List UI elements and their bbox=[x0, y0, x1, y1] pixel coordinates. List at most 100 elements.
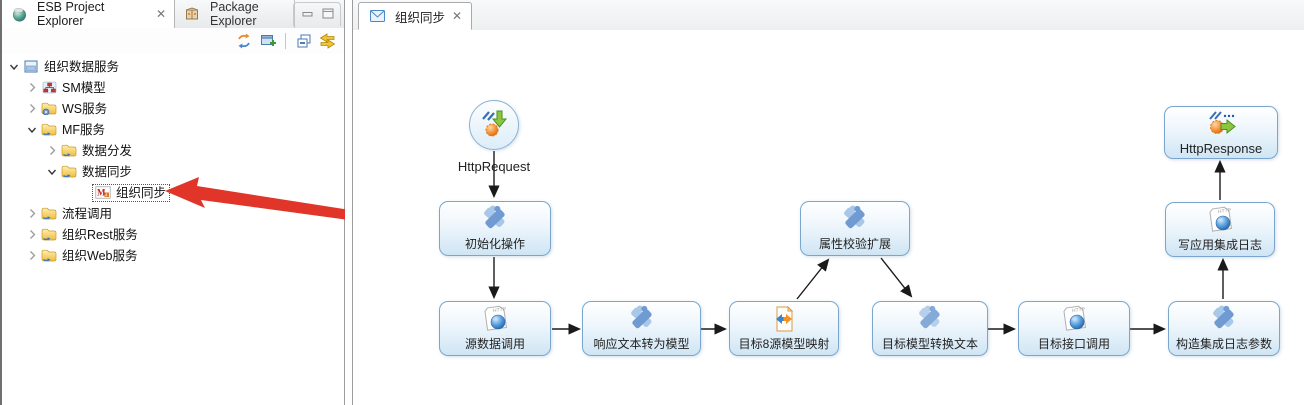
collapse-all-icon[interactable] bbox=[295, 33, 312, 50]
svg-text:HTTP: HTTP bbox=[1071, 306, 1085, 314]
package-icon bbox=[183, 7, 201, 21]
tree-item-sm-model[interactable]: SM模型 bbox=[2, 77, 344, 98]
flow-node-label: 目标模型转换文本 bbox=[881, 337, 978, 351]
sync-icon[interactable] bbox=[235, 33, 252, 50]
folder-sync-icon bbox=[40, 123, 58, 137]
tab-package-explorer[interactable]: Package Explorer bbox=[175, 0, 295, 28]
puzzle-icon bbox=[915, 305, 945, 337]
chevron-collapsed-icon[interactable] bbox=[24, 229, 40, 241]
folder-sync-icon bbox=[60, 144, 78, 158]
toolbar-separator bbox=[285, 33, 286, 49]
editor-tabstrip: 组织同步 ✕ bbox=[353, 0, 1304, 31]
tree-item-label: WS服务 bbox=[62, 101, 108, 116]
close-icon[interactable]: ✕ bbox=[155, 7, 166, 21]
flow-node-response-to-model[interactable]: 响应文本转为模型 bbox=[582, 301, 701, 356]
tree-item-org-web-service[interactable]: 组织Web服务 bbox=[2, 245, 344, 266]
link-with-editor-icon[interactable] bbox=[319, 33, 336, 50]
flow-file-icon bbox=[368, 9, 386, 23]
chevron-collapsed-icon[interactable] bbox=[24, 82, 40, 94]
flow-node-attribute-validation-ext[interactable]: 属性校验扩展 bbox=[800, 201, 910, 256]
tree-item-label: 数据分发 bbox=[82, 143, 133, 158]
tree-item-org-rest-service[interactable]: 组织Rest服务 bbox=[2, 224, 344, 245]
tab-esb-project-explorer[interactable]: ESB Project Explorer ✕ bbox=[2, 0, 175, 29]
http-response-icon bbox=[1205, 110, 1237, 141]
globe-icon bbox=[10, 7, 28, 21]
svg-text:HTTP: HTTP bbox=[492, 306, 506, 314]
chevron-placeholder bbox=[76, 187, 92, 199]
project-icon bbox=[22, 60, 40, 74]
tree-item-label: 组织Web服务 bbox=[62, 248, 138, 263]
tree-item-process-call[interactable]: 流程调用 bbox=[2, 203, 344, 224]
chevron-expanded-icon[interactable] bbox=[6, 61, 22, 73]
flow-node-source-data-call[interactable]: HTTP 源数据调用 bbox=[439, 301, 551, 356]
view-tabstrip: ESB Project Explorer ✕ Package Explorer bbox=[2, 0, 344, 29]
new-view-icon[interactable] bbox=[259, 33, 276, 50]
tree-item-data-distribute[interactable]: 数据分发 bbox=[2, 140, 344, 161]
chevron-collapsed-icon[interactable] bbox=[24, 103, 40, 115]
tree-item-ws-service[interactable]: WS服务 bbox=[2, 98, 344, 119]
minimize-icon[interactable] bbox=[302, 6, 314, 24]
maximize-icon[interactable] bbox=[322, 6, 334, 24]
folder-sync-icon bbox=[40, 228, 58, 242]
flow-node-httpresponse[interactable]: HttpResponse bbox=[1164, 106, 1278, 159]
flow-node-label: 响应文本转为模型 bbox=[593, 337, 690, 351]
flow-node-write-integration-log[interactable]: HTTP 写应用集成日志 bbox=[1165, 202, 1275, 257]
http-call-icon: HTTP bbox=[1061, 305, 1088, 337]
http-request-icon bbox=[479, 108, 509, 143]
flow-node-target-interface-call[interactable]: HTTP 目标接口调用 bbox=[1018, 301, 1130, 356]
close-icon[interactable]: ✕ bbox=[452, 9, 463, 23]
folder-sync-icon bbox=[60, 165, 78, 179]
flow-node-httprequest[interactable] bbox=[469, 100, 519, 150]
tree-item-label: 组织数据服务 bbox=[44, 59, 120, 74]
editor-tab-label: 组织同步 bbox=[395, 10, 446, 25]
http-call-icon: HTTP bbox=[482, 305, 509, 337]
flow-node-label: HttpResponse bbox=[1179, 140, 1263, 156]
tree-item-label: 流程调用 bbox=[62, 206, 113, 221]
tree-item-label: 组织同步 bbox=[116, 185, 167, 200]
tree-item-label: MF服务 bbox=[62, 122, 106, 137]
flow-edges bbox=[488, 151, 1229, 335]
chevron-expanded-icon[interactable] bbox=[44, 166, 60, 178]
panel-sash[interactable] bbox=[345, 0, 352, 405]
flow-canvas[interactable]: HttpRequest 初始化操作 HTTP bbox=[353, 30, 1304, 405]
esb-project-explorer-view: ESB Project Explorer ✕ Package Explorer bbox=[0, 0, 347, 405]
flow-node-label: 构造集成日志参数 bbox=[1175, 337, 1272, 351]
chevron-collapsed-icon[interactable] bbox=[24, 250, 40, 262]
tab-label: ESB Project Explorer bbox=[37, 0, 105, 28]
flow-node-label: 属性校验扩展 bbox=[818, 237, 891, 251]
flow-node-label: 初始化操作 bbox=[464, 237, 525, 251]
folder-sync-icon bbox=[40, 249, 58, 263]
puzzle-icon bbox=[627, 305, 657, 337]
flow-node-target-source-mapping[interactable]: 目标8源模型映射 bbox=[729, 301, 839, 356]
puzzle-icon bbox=[1209, 305, 1239, 337]
chevron-expanded-icon[interactable] bbox=[24, 124, 40, 136]
mapping-icon bbox=[772, 305, 796, 337]
chevron-collapsed-icon[interactable] bbox=[44, 145, 60, 157]
tree-item-data-sync[interactable]: 数据同步 bbox=[2, 161, 344, 182]
flow-editor: 组织同步 ✕ bbox=[352, 0, 1304, 405]
tree-item-label: 组织Rest服务 bbox=[62, 227, 138, 242]
chevron-collapsed-icon[interactable] bbox=[24, 208, 40, 220]
tree-item-mf-service[interactable]: MF服务 bbox=[2, 119, 344, 140]
flow-node-label: 目标接口调用 bbox=[1037, 337, 1110, 351]
svg-text:4: 4 bbox=[105, 192, 108, 197]
flow-node-init[interactable]: 初始化操作 bbox=[439, 201, 551, 256]
flow-node-label: 源数据调用 bbox=[464, 337, 525, 351]
editor-tab-org-sync[interactable]: 组织同步 ✕ bbox=[358, 2, 473, 30]
tree-item-org-data-service[interactable]: 组织数据服务 bbox=[2, 56, 344, 77]
model-icon bbox=[40, 81, 58, 95]
flow-node-target-model-to-text[interactable]: 目标模型转换文本 bbox=[872, 301, 988, 356]
folder-gear-icon bbox=[40, 102, 58, 116]
tree-item-label: SM模型 bbox=[62, 80, 106, 95]
flow-node-label: 写应用集成日志 bbox=[1177, 238, 1262, 252]
tree-item-label: 数据同步 bbox=[82, 164, 133, 179]
flow-node-build-log-params[interactable]: 构造集成日志参数 bbox=[1168, 301, 1280, 356]
flow-node-label: 目标8源模型映射 bbox=[738, 336, 830, 351]
svg-text:HTTP: HTTP bbox=[1217, 207, 1231, 215]
svg-text:M: M bbox=[97, 188, 106, 198]
project-tree: 组织数据服务 SM模型 WS服务 MF服务 数据分发 bbox=[2, 56, 344, 405]
